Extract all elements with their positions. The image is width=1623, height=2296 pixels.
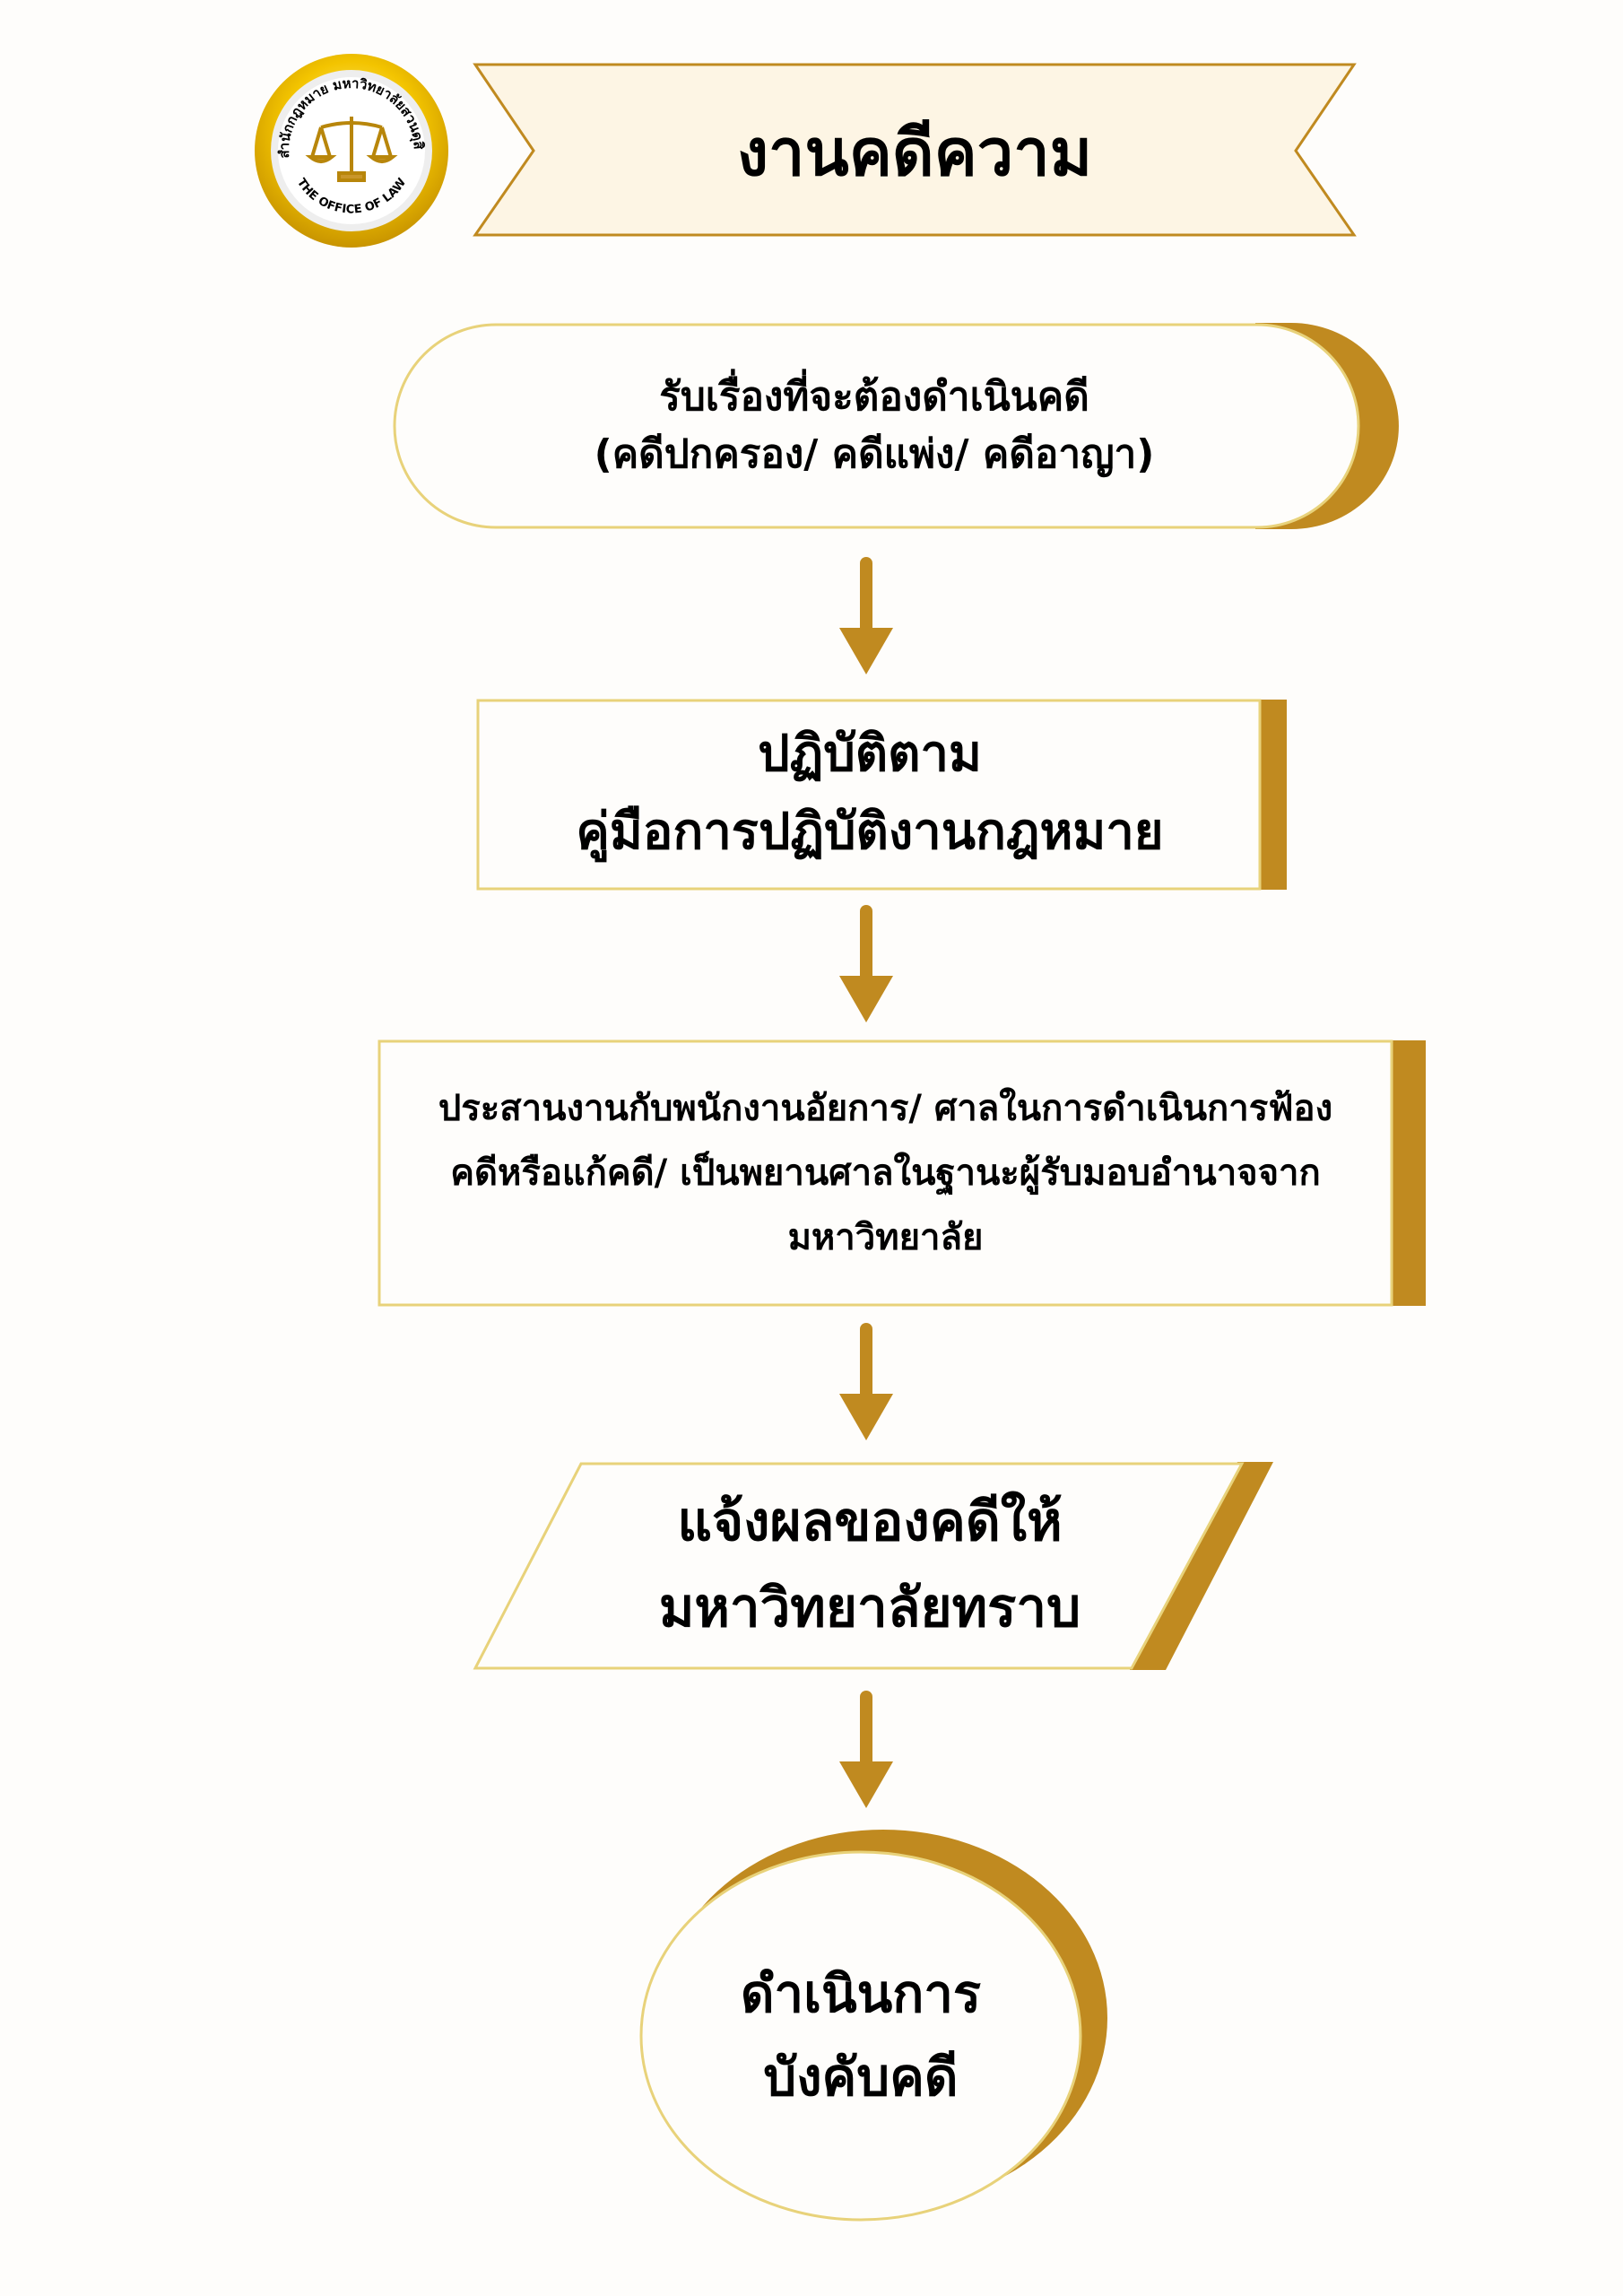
step-4-line: แจ้งผลของคดีให้	[677, 1491, 1063, 1553]
step-5-line: บังคับคดี	[763, 2047, 959, 2108]
step-4-line: มหาวิทยาลัยทราบ	[658, 1577, 1081, 1639]
arrow-3	[839, 1323, 893, 1440]
logo-seal: สำนักกฎหมาย มหาวิทยาลัยสวนดุสิต THE OFFI…	[0, 0, 448, 248]
step-5-text: ดำเนินการบังคับคดี	[681, 1928, 1040, 2144]
step-3-line: คดีหรือแก้คดี/ เป็นพยานศาลในฐานะผู้รับมอ…	[450, 1152, 1321, 1194]
step-5-line: ดำเนินการ	[740, 1963, 982, 2025]
step-3-line: มหาวิทยาลัย	[787, 1216, 984, 1258]
scales-of-justice-icon	[305, 117, 398, 182]
step-3-bar	[1392, 1040, 1426, 1306]
step-5-shape	[639, 1850, 1082, 2222]
step-2-line: คู่มือการปฏิบัติงานกฎหมาย	[576, 803, 1164, 861]
arrow-4	[839, 1691, 893, 1808]
step-1-shape	[393, 323, 1360, 529]
step-4-text: แจ้งผลของคดีให้มหาวิทยาลัยทราบ	[556, 1471, 1184, 1659]
step-3-text: ประสานงานกับพนักงานอัยการ/ ศาลในการดำเนิ…	[386, 1049, 1385, 1296]
step-4-shadow	[1130, 1462, 1273, 1670]
step-2-shape	[476, 699, 1262, 891]
step-2-text: ปฏิบัติตามคู่มือการปฏิบัติงานกฎหมาย	[484, 709, 1255, 879]
step-1-text: รับเรื่องที่จะต้องดำเนินคดี (คดีปกครอง/ ค…	[421, 341, 1327, 511]
step-1-line: (คดีปกครอง/ คดีแพ่ง/ คดีอาญา)	[594, 431, 1155, 477]
step-4-shape	[473, 1462, 1245, 1670]
step-2-bar	[1260, 700, 1287, 890]
step-3-line: ประสานงานกับพนักงานอัยการ/ ศาลในการดำเนิ…	[438, 1087, 1333, 1129]
arrow-1	[839, 557, 893, 674]
page-title: งานคดีความ	[736, 114, 1093, 190]
title-banner	[473, 63, 1357, 237]
step-3-shape	[378, 1039, 1393, 1307]
step-1-line: รับเรื่องที่จะต้องดำเนินคดี	[659, 374, 1089, 421]
arrow-2	[839, 905, 893, 1022]
step-2-line: ปฏิบัติตาม	[758, 725, 982, 784]
